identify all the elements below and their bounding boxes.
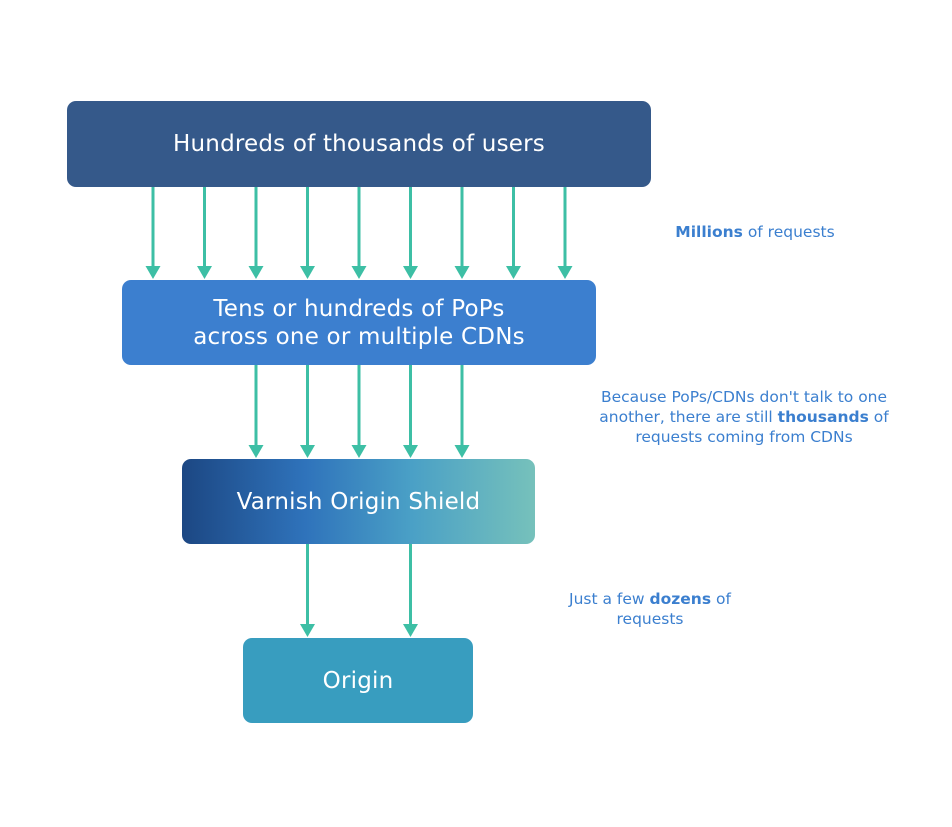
arrowhead-icon [351, 266, 367, 279]
millions-bold: Millions [675, 223, 743, 241]
arrowhead-icon [403, 624, 418, 637]
arrowhead-icon [300, 266, 315, 279]
origin-node-label: Origin [322, 667, 394, 694]
arrowhead-icon [145, 266, 161, 279]
arrowhead-icon [351, 445, 367, 458]
pops-node-label-line-1: Tens or hundreds of PoPs [213, 295, 505, 322]
dozens-bold: dozens [649, 590, 712, 608]
thousands-bold: thousands [777, 408, 869, 426]
arrow-users-to-pops [145, 187, 161, 279]
origin-node: Origin [243, 638, 473, 723]
arrow-users-to-pops [351, 187, 367, 279]
thousands-intro: Because PoPs/CDNs don't talk to one anot… [599, 388, 888, 426]
arrow-pops-to-shield [300, 365, 315, 458]
arrow-users-to-pops [300, 187, 315, 279]
millions-rest: of requests [742, 223, 835, 241]
varnish-origin-shield-node: Varnish Origin Shield [182, 459, 535, 544]
users-node: Hundreds of thousands of users [67, 101, 651, 187]
arrowhead-icon [506, 266, 521, 279]
pops-node: Tens or hundreds of PoPs across one or m… [122, 280, 596, 365]
arrowhead-icon [197, 266, 212, 279]
millions-annotation: Millions of requests [660, 222, 850, 242]
arrowhead-icon [248, 445, 264, 458]
arrow-shield-to-origin [300, 544, 315, 637]
arrowhead-icon [557, 266, 573, 279]
arrowhead-icon [403, 445, 418, 458]
users-node-label: Hundreds of thousands of users [173, 131, 545, 157]
arrowhead-icon [454, 445, 470, 458]
arrow-pops-to-shield [454, 365, 470, 458]
arrow-users-to-pops [506, 187, 521, 279]
arrow-users-to-pops [197, 187, 212, 279]
arrowhead-icon [454, 266, 470, 279]
arrow-pops-to-shield [248, 365, 264, 458]
thousands-rest: of requests coming from CDNs [635, 408, 889, 446]
arrowhead-icon [248, 266, 264, 279]
arrowhead-icon [300, 624, 315, 637]
varnish-origin-shield-label: Varnish Origin Shield [236, 488, 481, 515]
dozens-annotation: Just a few dozens of requests [555, 589, 745, 629]
arrow-users-to-pops [454, 187, 470, 279]
thousands-annotation: Because PoPs/CDNs don't talk to one anot… [585, 387, 903, 447]
arrow-pops-to-shield [351, 365, 367, 458]
arrow-users-to-pops [248, 187, 264, 279]
arrowhead-icon [403, 266, 418, 279]
dozens-rest: of requests [616, 590, 731, 628]
dozens-intro: Just a few [569, 590, 650, 608]
pops-node-label-line-2: across one or multiple CDNs [193, 323, 525, 350]
arrow-users-to-pops [557, 187, 573, 279]
arrow-pops-to-shield [403, 365, 418, 458]
arrow-users-to-pops [403, 187, 418, 279]
arrow-shield-to-origin [403, 544, 418, 637]
arrowhead-icon [300, 445, 315, 458]
